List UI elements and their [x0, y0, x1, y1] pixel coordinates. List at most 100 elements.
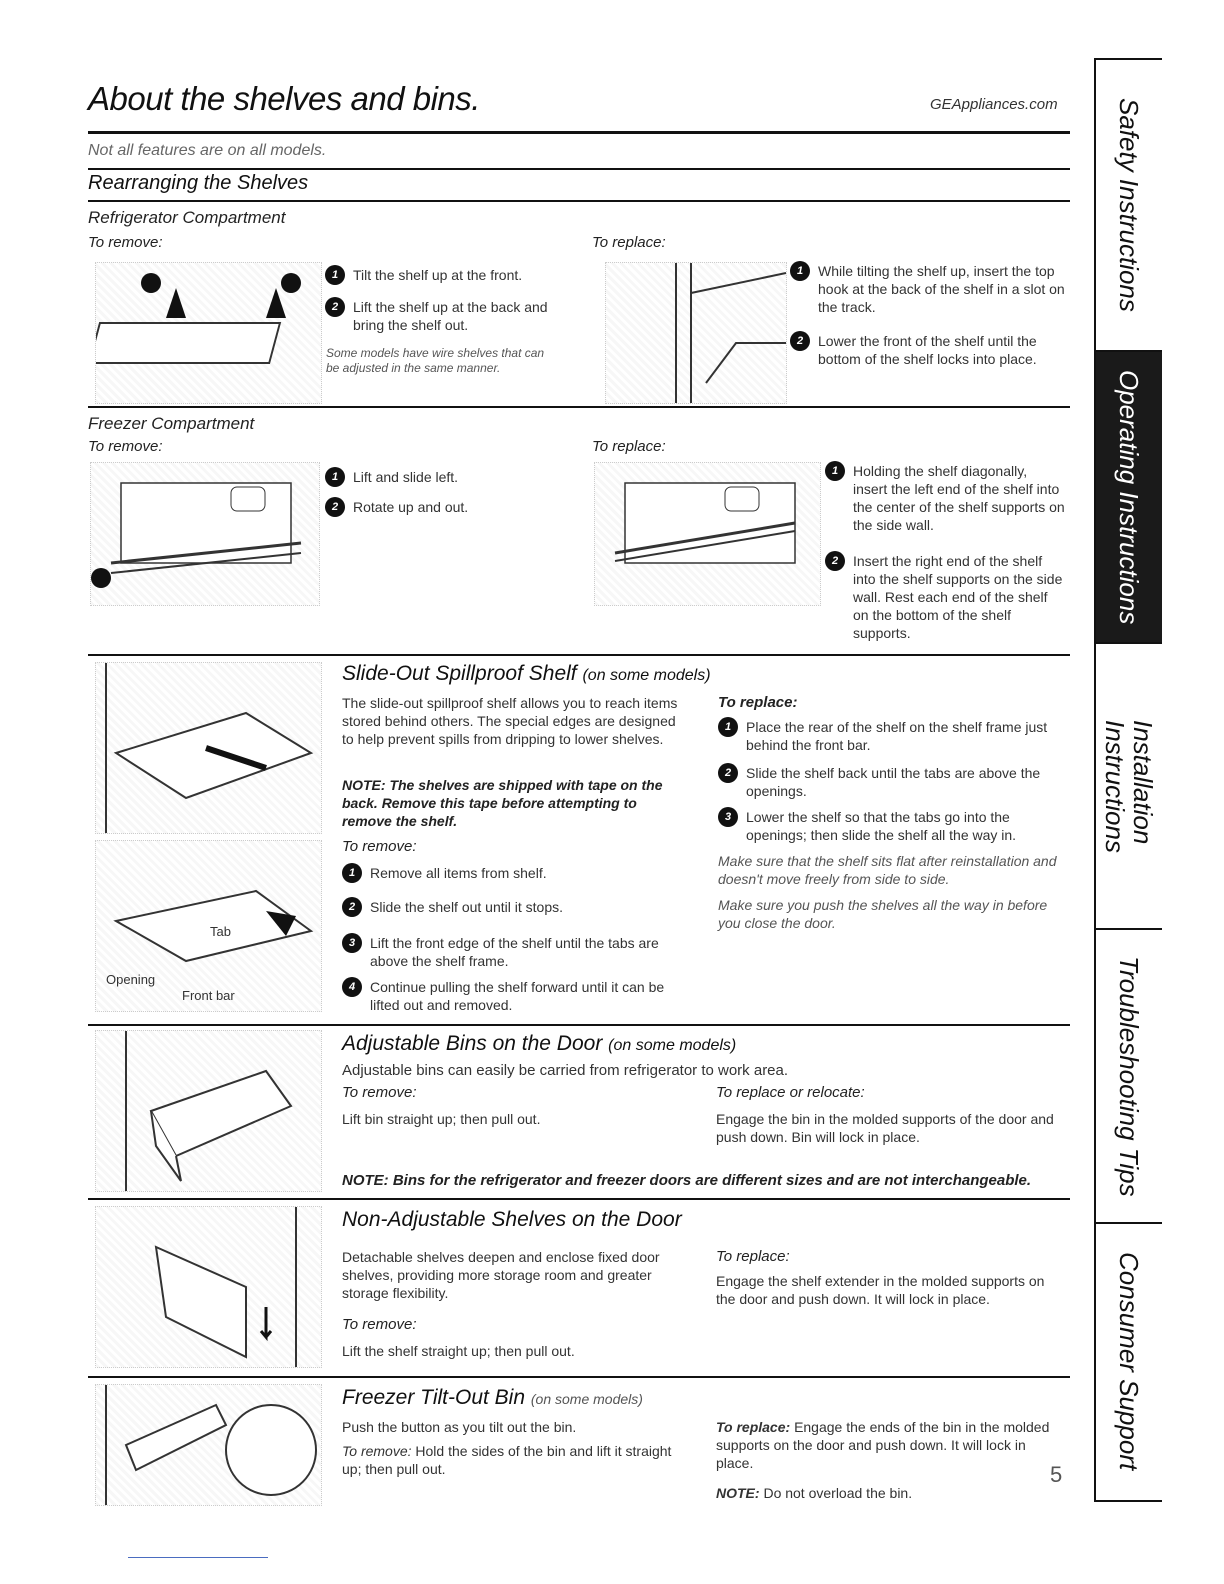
- step-number-icon: 1: [325, 265, 345, 285]
- fridge-remove-illustration: [87, 262, 322, 404]
- shelf-tabs-icon: [113, 889, 314, 963]
- adjustable-bin-illustration: [95, 1030, 322, 1192]
- freezer-replace-step-2: 2 Insert the right end of the shelf into…: [825, 551, 1065, 642]
- subtitle: Not all features are on all models.: [88, 142, 327, 159]
- spillproof-remove-label: To remove:: [342, 838, 417, 855]
- freezer-rule: [88, 654, 1070, 656]
- spillproof-remove-step-4: 4 Continue pulling the shelf forward unt…: [342, 977, 687, 1014]
- footer-line: [128, 1557, 268, 1558]
- tab-installation-instructions[interactable]: Installation Instructions: [1096, 644, 1162, 930]
- spillproof-rule: [88, 1024, 1070, 1026]
- step-number-icon: 1: [790, 261, 810, 281]
- spillproof-replace-label: To replace:: [718, 694, 798, 711]
- tilt-out-intro: Push the button as you tilt out the bin.: [342, 1419, 577, 1435]
- non-adjustable-rule: [88, 1376, 1070, 1378]
- adjustable-bins-heading: Adjustable Bins on the Door (on some mod…: [342, 1032, 737, 1055]
- section-rule: [88, 200, 1070, 202]
- front-bar-label: Front bar: [182, 988, 235, 1003]
- tilt-out-note: NOTE: Do not overload the bin.: [716, 1485, 913, 1501]
- non-adjustable-replace-text: Engage the shelf extender in the molded …: [716, 1273, 1045, 1307]
- freezer-remove-step-1: 1 Lift and slide left.: [325, 467, 565, 487]
- fridge-rule: [88, 406, 1070, 408]
- fridge-remove-label: To remove:: [88, 234, 163, 251]
- tab-troubleshooting-tips[interactable]: Troubleshooting Tips: [1096, 930, 1162, 1224]
- fridge-remove-step-1: 1 Tilt the shelf up at the front.: [325, 265, 565, 285]
- adjustable-bins-replace-label: To replace or relocate:: [716, 1084, 865, 1101]
- adjustable-bins-replace-text: Engage the bin in the molded supports of…: [716, 1111, 1054, 1145]
- step-number-icon: 2: [342, 897, 362, 917]
- non-adjustable-remove-text: Lift the shelf straight up; then pull ou…: [342, 1343, 575, 1359]
- door-bin-icon: [125, 1031, 293, 1191]
- page-title: About the shelves and bins.: [88, 80, 480, 117]
- step-number-icon: 4: [342, 977, 362, 997]
- side-tab-navigation: Safety Instructions Operating Instructio…: [1094, 58, 1162, 1502]
- spillproof-remove-step-1: 1 Remove all items from shelf.: [342, 863, 687, 883]
- spillproof-intro: The slide-out spillproof shelf allows yo…: [342, 695, 678, 747]
- non-adjustable-shelf-illustration: [95, 1206, 322, 1368]
- step-number-icon: 2: [325, 497, 345, 517]
- adjustable-bins-intro: Adjustable bins can easily be carried fr…: [342, 1062, 789, 1079]
- spillproof-tip-2: Make sure you push the shelves all the w…: [718, 897, 1048, 931]
- step-number-icon: 2: [718, 763, 738, 783]
- freezer-remove-illustration: [90, 462, 320, 606]
- spillproof-remove-step-2: 2 Slide the shelf out until it stops.: [342, 897, 687, 917]
- opening-label: Opening: [106, 972, 156, 987]
- freezer-remove-label: To remove:: [88, 438, 163, 455]
- tab-safety-instructions[interactable]: Safety Instructions: [1096, 60, 1162, 352]
- freezer-replace-illustration: [594, 462, 821, 606]
- wire-shelf-icon: [91, 482, 302, 588]
- non-adjustable-intro: Detachable shelves deepen and enclose fi…: [342, 1249, 660, 1301]
- non-adjustable-remove-label: To remove:: [342, 1316, 417, 1333]
- spillproof-note: NOTE: The shelves are shipped with tape …: [342, 777, 663, 829]
- spillproof-remove-step-3: 3 Lift the front edge of the shelf until…: [342, 933, 687, 970]
- freezer-replace-label: To replace:: [592, 438, 666, 455]
- step-number-icon: 2: [825, 551, 845, 571]
- tilt-out-heading: Freezer Tilt-Out Bin (on some models): [342, 1386, 643, 1409]
- adjustable-bins-rule: [88, 1198, 1070, 1200]
- fridge-note: Some models have wire shelves that can b…: [326, 346, 545, 375]
- section-heading-rearranging: Rearranging the Shelves: [88, 172, 309, 194]
- tilt-bin-icon: [105, 1385, 317, 1505]
- spillproof-replace-step-2: 2 Slide the shelf back until the tabs ar…: [718, 763, 1063, 800]
- adjustable-bins-remove-text: Lift bin straight up; then pull out.: [342, 1111, 541, 1127]
- step-number-icon: 2: [325, 297, 345, 317]
- freezer-heading: Freezer Compartment: [88, 414, 255, 433]
- fridge-remove-step-2: 2 Lift the shelf up at the back and brin…: [325, 297, 565, 334]
- step-number-icon: 1: [825, 461, 845, 481]
- fridge-replace-label: To replace:: [592, 234, 666, 251]
- spillproof-replace-step-1: 1 Place the rear of the shelf on the she…: [718, 717, 1063, 754]
- shelf-hook-icon: [675, 263, 787, 403]
- step-number-icon: 2: [790, 331, 810, 351]
- step-number-icon: 3: [718, 807, 738, 827]
- step-number-icon: 1: [325, 467, 345, 487]
- non-adjustable-heading: Non-Adjustable Shelves on the Door: [342, 1208, 682, 1231]
- tilt-out-replace: To replace: Engage the ends of the bin i…: [716, 1419, 1050, 1471]
- spillproof-tip-1: Make sure that the shelf sits flat after…: [718, 853, 1057, 887]
- shelf-lift-icon: [87, 273, 301, 364]
- step-number-icon: 3: [342, 933, 362, 953]
- site-url: GEAppliances.com: [930, 96, 1058, 113]
- sliding-shelf-icon: [105, 663, 314, 833]
- subtitle-rule: [88, 168, 1070, 170]
- adjustable-bins-remove-label: To remove:: [342, 1084, 417, 1101]
- page-number: 5: [1050, 1462, 1063, 1487]
- adjustable-bins-note: NOTE: Bins for the refrigerator and free…: [342, 1172, 1032, 1189]
- spillproof-replace-step-3: 3 Lower the shelf so that the tabs go in…: [718, 807, 1063, 844]
- spillproof-tabs-illustration: [95, 840, 322, 1012]
- fridge-heading: Refrigerator Compartment: [88, 208, 286, 227]
- tab-consumer-support[interactable]: Consumer Support: [1114, 1251, 1144, 1471]
- shelf-extender-icon: [154, 1207, 297, 1367]
- tilt-out-remove: To remove: Hold the sides of the bin and…: [342, 1443, 672, 1477]
- freezer-replace-step-1: 1 Holding the shelf diagonally, insert t…: [825, 461, 1065, 534]
- step-number-icon: 1: [342, 863, 362, 883]
- step-number-icon: 1: [718, 717, 738, 737]
- title-rule: [88, 131, 1070, 134]
- tilt-out-bin-illustration: [95, 1384, 322, 1506]
- fridge-replace-step-2: 2 Lower the front of the shelf until the…: [790, 331, 1065, 368]
- fridge-replace-step-1: 1 While tilting the shelf up, insert the…: [790, 261, 1065, 316]
- spillproof-heading: Slide-Out Spillproof Shelf (on some mode…: [342, 662, 711, 685]
- non-adjustable-replace-label: To replace:: [716, 1248, 790, 1265]
- tab-operating-instructions[interactable]: Operating Instructions: [1096, 352, 1162, 644]
- tab-label: Tab: [210, 924, 231, 939]
- spillproof-shelf-illustration: [95, 662, 322, 834]
